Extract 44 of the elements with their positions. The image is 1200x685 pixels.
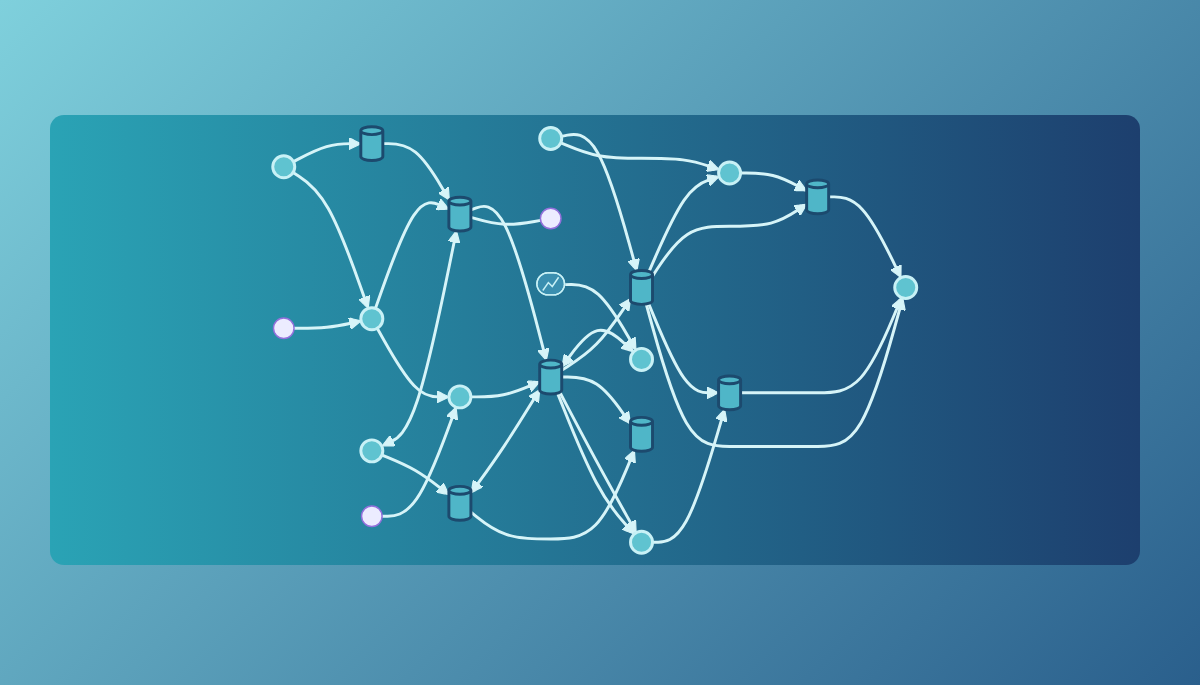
arrow bbox=[470, 449, 637, 541]
node-circle bbox=[538, 126, 564, 151]
arrow bbox=[383, 142, 451, 201]
node-circle bbox=[359, 438, 385, 464]
node-circle bbox=[359, 306, 385, 332]
arrow bbox=[294, 317, 362, 330]
node-cylinder bbox=[447, 195, 473, 233]
node-cylinder bbox=[629, 415, 655, 453]
arrow bbox=[652, 408, 728, 544]
node-cylinder bbox=[717, 374, 743, 412]
arrow bbox=[560, 141, 720, 172]
node-circle bbox=[629, 346, 655, 372]
arrow bbox=[561, 328, 635, 368]
node-circle bbox=[629, 529, 655, 555]
node-cylinder bbox=[805, 178, 831, 216]
arrow bbox=[740, 171, 808, 192]
arrow bbox=[561, 298, 632, 372]
node-circle bbox=[271, 154, 297, 180]
arrow bbox=[292, 171, 371, 309]
arrow bbox=[381, 453, 450, 496]
arrow bbox=[382, 406, 459, 518]
arrow bbox=[293, 137, 362, 163]
connector bbox=[470, 215, 542, 226]
node-circle bbox=[447, 384, 473, 410]
arrow bbox=[828, 195, 902, 279]
arrow bbox=[565, 283, 637, 351]
node-circle bbox=[717, 160, 743, 186]
arrow bbox=[374, 198, 450, 309]
node-cylinder bbox=[629, 269, 655, 306]
arrow bbox=[381, 230, 461, 447]
arrow bbox=[470, 204, 550, 362]
arrow bbox=[647, 302, 720, 400]
arrow bbox=[645, 297, 907, 448]
arrow bbox=[651, 203, 808, 277]
arrow bbox=[471, 380, 541, 399]
node-cylinder bbox=[359, 125, 385, 162]
arrow bbox=[376, 327, 450, 404]
arrow bbox=[561, 132, 641, 272]
arrow bbox=[561, 375, 632, 425]
node-cylinder bbox=[538, 358, 564, 396]
arrow bbox=[647, 174, 720, 273]
arrow bbox=[470, 389, 541, 494]
node-cylinder bbox=[447, 484, 473, 522]
node-circle bbox=[893, 275, 919, 300]
